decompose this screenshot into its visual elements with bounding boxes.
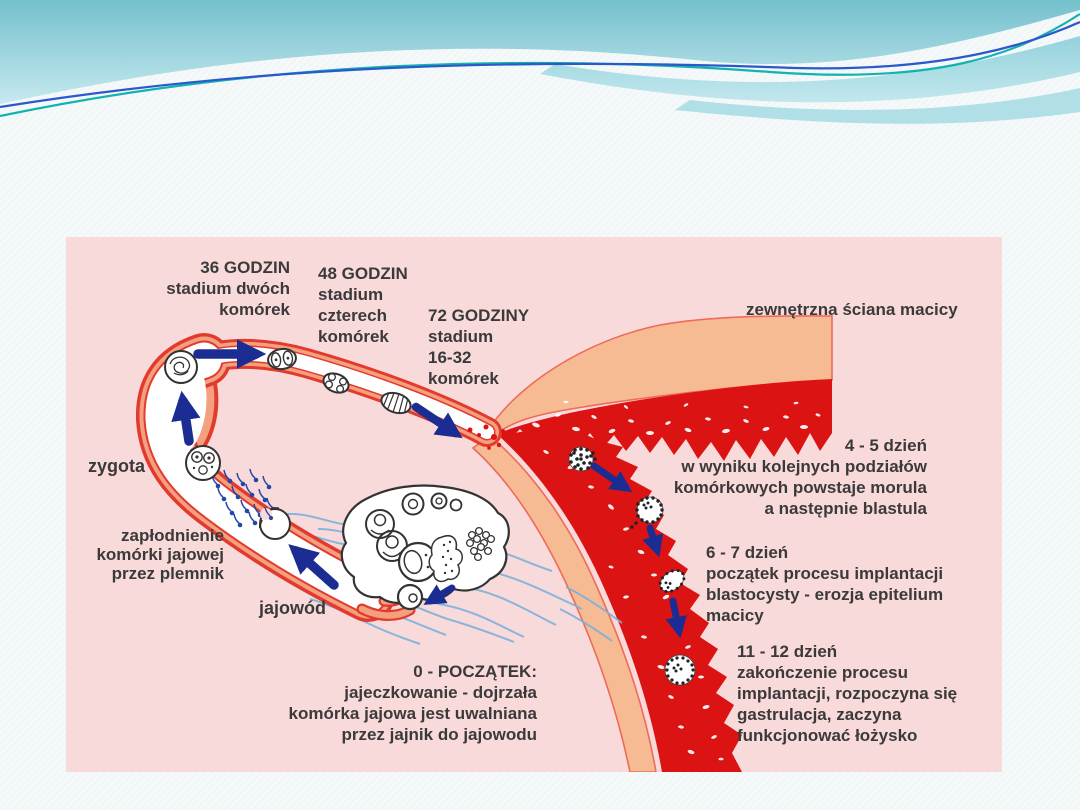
blastula: [630, 496, 664, 529]
embryo-development-diagram: 36 GODZIN stadium dwóch komórek 48 GODZI…: [66, 237, 1002, 772]
endometrium-side: [499, 431, 742, 772]
blastocyst: [658, 569, 686, 593]
ovary: [340, 484, 510, 611]
arrow-blastula-to-blastocyst: [642, 524, 664, 558]
arrow-morula-to-blastula: [590, 462, 633, 493]
label-start-day0: 0 - POCZĄTEK: jajeczkowanie - dojrzała k…: [288, 662, 537, 744]
cell-stage-four-cells: [322, 372, 350, 394]
implanted-embryo: [664, 654, 696, 686]
label-72-hours: 72 GODZINY stadium 16-32 komórek: [428, 306, 530, 388]
cell-stage-zygote: [185, 445, 221, 481]
follicle-cluster: [465, 526, 496, 562]
label-oviduct: jajowód: [259, 598, 326, 618]
uterus-outer-wall-side: [471, 434, 657, 772]
stage-arrows: [171, 339, 687, 639]
cell-stage-two-cells: [164, 350, 198, 384]
corpus-luteum: [428, 535, 463, 583]
diagram-illustration: [135, 315, 833, 772]
label-48-hours: 48 GODZIN stadium czterech komórek: [318, 264, 408, 346]
label-day-6-7: 6 - 7 dzień początek procesu implantacji…: [706, 543, 944, 625]
uterus-junction-speckles: [467, 424, 513, 450]
morula: [568, 446, 597, 472]
label-36-hours: 36 GODZIN stadium dwóch komórek: [166, 258, 290, 319]
label-day-11-12: 11 - 12 dzień zakończenie procesu implan…: [737, 642, 958, 745]
arrow-egg-into-tube: [423, 584, 456, 605]
cell-stage-morula-16-32: [380, 391, 412, 415]
label-zygote: zygota: [88, 456, 146, 476]
wave-bands: [0, 0, 1080, 124]
header-wave-decoration: [0, 0, 1080, 124]
label-day-4-5: 4 - 5 dzień w wyniku kolejnych podziałów…: [673, 436, 927, 518]
uterus-wall: [471, 315, 833, 772]
released-egg: [396, 583, 424, 611]
label-fertilization: zapłodnienie komórki jajowej przez plemn…: [96, 526, 224, 583]
arrow-into-uterus: [411, 402, 463, 439]
egg-being-fertilized: [259, 506, 291, 540]
uterus-outer-wall-top: [485, 315, 833, 436]
endometrium-speckles: [532, 400, 821, 761]
cell-stage-two-cells-capsule: [267, 347, 297, 371]
label-uterus-wall: zewnętrzna ściana macicy: [746, 300, 958, 319]
arrow-egg-to-zygote: [288, 544, 339, 590]
arrow-zygote-to-two-cell: [171, 390, 201, 446]
arrow-blastocyst-to-implantation: [665, 597, 687, 639]
